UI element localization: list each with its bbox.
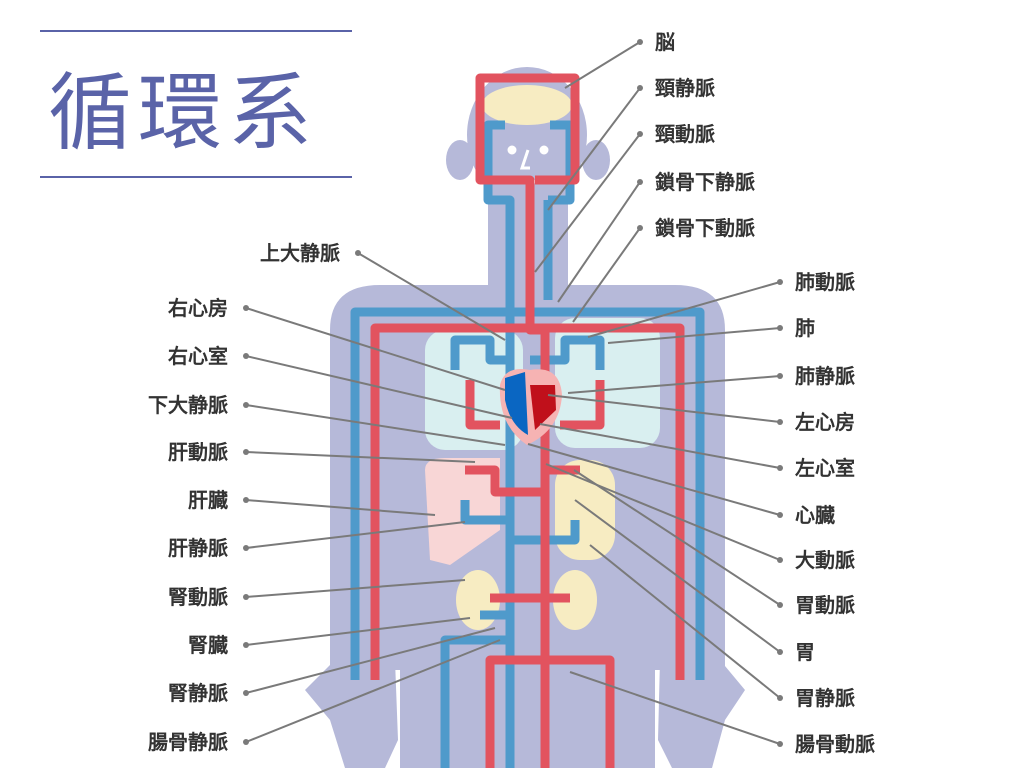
label-right: 左心室 — [795, 456, 855, 480]
left-lung — [555, 318, 660, 448]
leader-dot — [777, 465, 783, 471]
label-right: 頸静脈 — [655, 76, 715, 100]
leader-dot — [777, 512, 783, 518]
leader-line — [567, 375, 781, 394]
label-left: 腎臓 — [188, 633, 228, 657]
label-right: 脳 — [654, 30, 675, 54]
leader-line — [245, 521, 466, 549]
leader-dot — [777, 695, 783, 701]
label-left: 腎静脈 — [168, 681, 228, 705]
leader-dot — [777, 557, 783, 563]
label-right: 肺静脈 — [795, 364, 855, 388]
leader-line — [573, 469, 781, 606]
leader-dot — [243, 690, 249, 696]
leader-line — [564, 41, 641, 89]
leader-line — [245, 617, 471, 646]
leader-line — [572, 227, 641, 323]
leader-dot — [243, 353, 249, 359]
label-left: 肝動脈 — [168, 440, 228, 464]
label-left: 腸骨静脈 — [148, 730, 228, 754]
leader-dot — [243, 642, 249, 648]
leader-dot — [637, 131, 643, 137]
leader-line — [545, 463, 781, 561]
label-left: 上大静脈 — [260, 241, 340, 265]
leader-line — [245, 355, 513, 419]
leader-line — [539, 423, 781, 469]
leader-line — [245, 404, 506, 446]
leader-line — [569, 671, 781, 745]
arteries — [370, 73, 685, 768]
leader-dot — [777, 373, 783, 379]
label-left: 右心室 — [168, 344, 228, 368]
leader-line — [245, 307, 506, 391]
label-right: 心臓 — [795, 503, 835, 527]
leader-dot — [243, 305, 249, 311]
leader-line — [245, 639, 501, 743]
leader-dot — [243, 449, 249, 455]
leader-line — [245, 451, 476, 463]
label-right: 腸骨動脈 — [795, 732, 875, 756]
leader-line — [557, 181, 641, 303]
leader-line — [547, 87, 641, 211]
label-right: 鎖骨下静脈 — [655, 170, 755, 194]
label-left: 下大静脈 — [148, 393, 228, 417]
brain — [482, 85, 572, 125]
leader-line — [607, 327, 781, 344]
leader-dot — [637, 39, 643, 45]
leader-dot — [777, 602, 783, 608]
title-box: 循環系 — [40, 30, 352, 178]
leader-line — [574, 499, 781, 653]
leader-line — [527, 443, 781, 516]
leader-line — [534, 133, 641, 273]
leader-line — [587, 281, 781, 338]
label-right: 肺 — [795, 316, 815, 340]
leader-line — [547, 394, 781, 423]
label-right: 大動脈 — [795, 548, 855, 572]
label-left: 肝静脈 — [168, 536, 228, 560]
label-right: 胃静脈 — [795, 686, 855, 710]
leader-dot — [777, 419, 783, 425]
label-right: 胃動脈 — [795, 593, 855, 617]
leader-dot — [243, 594, 249, 600]
leader-dot — [243, 545, 249, 551]
leader-line — [357, 252, 506, 341]
leader-dot — [777, 279, 783, 285]
leader-dot — [355, 250, 361, 256]
label-right: 頸動脈 — [655, 122, 715, 146]
leader-dot — [777, 741, 783, 747]
label-right: 鎖骨下動脈 — [655, 216, 755, 240]
leader-dot — [637, 225, 643, 231]
leader-line — [245, 499, 436, 516]
label-left: 右心房 — [168, 296, 228, 320]
leader-dot — [637, 85, 643, 91]
page-title: 循環系 — [48, 64, 319, 162]
leader-dot — [243, 402, 249, 408]
leader-dot — [777, 649, 783, 655]
label-left: 腎動脈 — [168, 585, 228, 609]
stomach — [555, 460, 615, 560]
leader-line — [245, 579, 466, 598]
leader-line — [589, 544, 781, 699]
leader-dot — [637, 179, 643, 185]
leader-dot — [243, 739, 249, 745]
left-kidney — [553, 570, 597, 630]
leader-dot — [777, 325, 783, 331]
leader-dot — [243, 497, 249, 503]
label-left: 肝臓 — [188, 488, 228, 512]
label-right: 肺動脈 — [795, 270, 855, 294]
label-right: 胃 — [795, 640, 815, 664]
leader-line — [245, 627, 496, 694]
label-right: 左心房 — [795, 410, 855, 434]
